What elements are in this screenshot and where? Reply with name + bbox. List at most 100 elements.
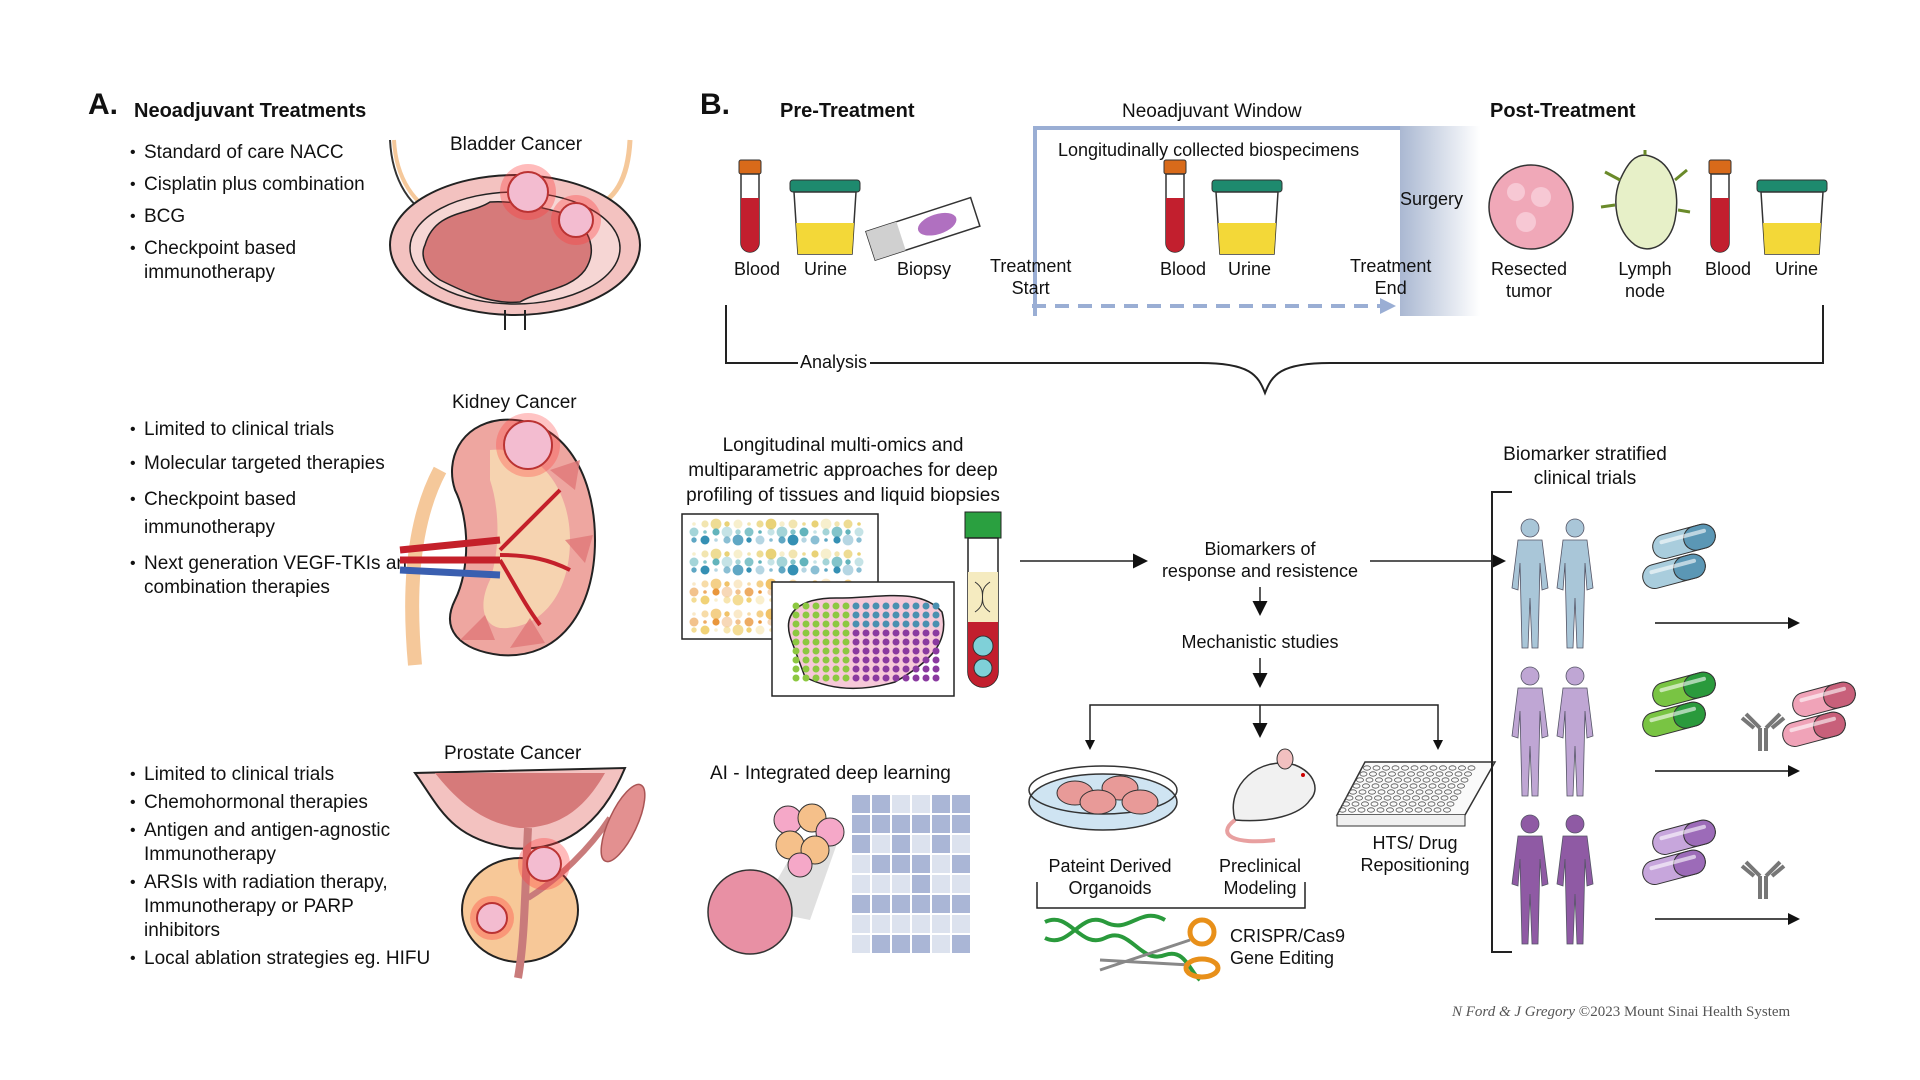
tumor-icon bbox=[707, 869, 793, 955]
spatial-spot bbox=[872, 665, 880, 673]
cell-cluster-icon bbox=[773, 803, 845, 878]
dot-plot-point bbox=[831, 556, 843, 568]
multiomics-illustration bbox=[681, 511, 1002, 697]
dot-plot-point bbox=[787, 564, 799, 576]
organoids-line1: Pateint Derived bbox=[1048, 856, 1172, 876]
window-blood-label: Blood bbox=[1160, 259, 1207, 279]
bladder-cancer-label: Bladder Cancer bbox=[450, 134, 583, 155]
well bbox=[1445, 771, 1453, 777]
well bbox=[1384, 777, 1393, 783]
dot-plot-point bbox=[714, 628, 718, 632]
well bbox=[1453, 789, 1462, 795]
spatial-spot bbox=[852, 620, 860, 628]
capsule-pill-icon bbox=[1642, 849, 1706, 885]
well bbox=[1412, 795, 1420, 801]
well bbox=[1422, 777, 1431, 783]
dot-plot-point bbox=[692, 552, 696, 556]
dot-plot-point bbox=[857, 552, 861, 556]
spatial-spot bbox=[842, 647, 850, 655]
well bbox=[1438, 783, 1446, 789]
post-treatment-title: Post-Treatment bbox=[1490, 100, 1636, 122]
organoid-model-bracket bbox=[1036, 882, 1306, 909]
spatial-spot bbox=[832, 602, 840, 610]
grid-cell bbox=[952, 835, 970, 853]
spatial-spot bbox=[872, 638, 880, 646]
well bbox=[1435, 771, 1444, 777]
omics-title-line2: multiparametric approaches for deep bbox=[688, 460, 998, 481]
spatial-spot bbox=[912, 674, 920, 682]
well bbox=[1378, 771, 1387, 777]
grid-cell bbox=[852, 895, 870, 913]
neoadjuvant-window-title: Neoadjuvant Window bbox=[1122, 101, 1302, 122]
spatial-spot bbox=[832, 611, 840, 619]
resected-tumor-icon bbox=[1488, 164, 1574, 250]
spatial-spot bbox=[842, 674, 850, 682]
person-icon bbox=[1556, 814, 1594, 945]
well bbox=[1374, 795, 1382, 801]
well bbox=[1410, 765, 1419, 771]
spatial-spot bbox=[892, 647, 900, 655]
dot-plot-point bbox=[802, 552, 806, 556]
spatial-spot bbox=[902, 620, 910, 628]
grid-cell bbox=[852, 815, 870, 833]
feature-grid bbox=[852, 795, 970, 953]
analysis-label: Analysis bbox=[800, 352, 868, 372]
well bbox=[1460, 777, 1469, 783]
tumor-icon bbox=[526, 846, 562, 882]
dot-plot-point bbox=[802, 522, 806, 526]
prostate-cancer-label: Prostate Cancer bbox=[444, 743, 582, 764]
spatial-spot bbox=[832, 656, 840, 664]
dot-plot-point bbox=[744, 557, 754, 567]
spatial-spot bbox=[842, 665, 850, 673]
antibody-icon bbox=[1740, 712, 1786, 751]
spatial-spot bbox=[792, 647, 800, 655]
grid-cell bbox=[852, 855, 870, 873]
person-icon bbox=[1511, 666, 1549, 797]
spatial-spot bbox=[842, 638, 850, 646]
spatial-spot bbox=[862, 620, 870, 628]
well bbox=[1426, 771, 1434, 777]
bladder-treatment-item: Checkpoint based immunotherapy bbox=[130, 237, 344, 285]
dot-plot-point bbox=[712, 618, 720, 626]
spatial-spot bbox=[892, 638, 900, 646]
dot-plot-point bbox=[767, 528, 775, 536]
spatial-spot bbox=[882, 620, 890, 628]
grid-cell bbox=[952, 855, 970, 873]
dot-plot-point bbox=[735, 589, 741, 595]
grid-cell bbox=[872, 915, 890, 933]
dot-plot-point bbox=[765, 548, 777, 560]
dot-plot-point bbox=[824, 538, 828, 542]
dot-plot-point bbox=[700, 625, 710, 635]
spatial-spot bbox=[812, 611, 820, 619]
kidney-treatment-item: Molecular targeted therapies bbox=[130, 452, 430, 476]
dot-plot-point bbox=[799, 527, 809, 537]
dot-plot-point bbox=[788, 519, 798, 529]
crispr-line2: Gene Editing bbox=[1230, 948, 1335, 968]
bladder-treatment-list: Standard of care NACC Cisplatin plus com… bbox=[130, 141, 410, 293]
grid-cell bbox=[952, 895, 970, 913]
dot-plot-point bbox=[755, 535, 765, 545]
well bbox=[1394, 777, 1402, 783]
grid-cell bbox=[892, 815, 910, 833]
capsule-pill-icon bbox=[1642, 553, 1706, 589]
well bbox=[1401, 765, 1409, 771]
grid-cell bbox=[872, 935, 890, 953]
dot-plot-point bbox=[833, 566, 841, 574]
well bbox=[1458, 765, 1466, 771]
spatial-spot bbox=[912, 629, 920, 637]
dot-plot-point bbox=[758, 590, 762, 594]
dot-plot-point bbox=[700, 595, 710, 605]
hts-line2: Repositioning bbox=[1360, 855, 1470, 875]
dot-plot-point bbox=[822, 528, 830, 536]
omics-title: Longitudinal multi-omics and multiparame… bbox=[668, 433, 1018, 508]
well bbox=[1421, 795, 1430, 801]
well bbox=[1338, 807, 1347, 813]
spatial-spot bbox=[852, 674, 860, 682]
spatial-spot bbox=[922, 620, 930, 628]
dot-plot-point bbox=[788, 549, 798, 559]
grid-cell bbox=[932, 875, 950, 893]
spatial-spot bbox=[812, 620, 820, 628]
dot-plot-point bbox=[799, 557, 809, 567]
dot-plot-point bbox=[723, 626, 731, 634]
well bbox=[1382, 765, 1390, 771]
